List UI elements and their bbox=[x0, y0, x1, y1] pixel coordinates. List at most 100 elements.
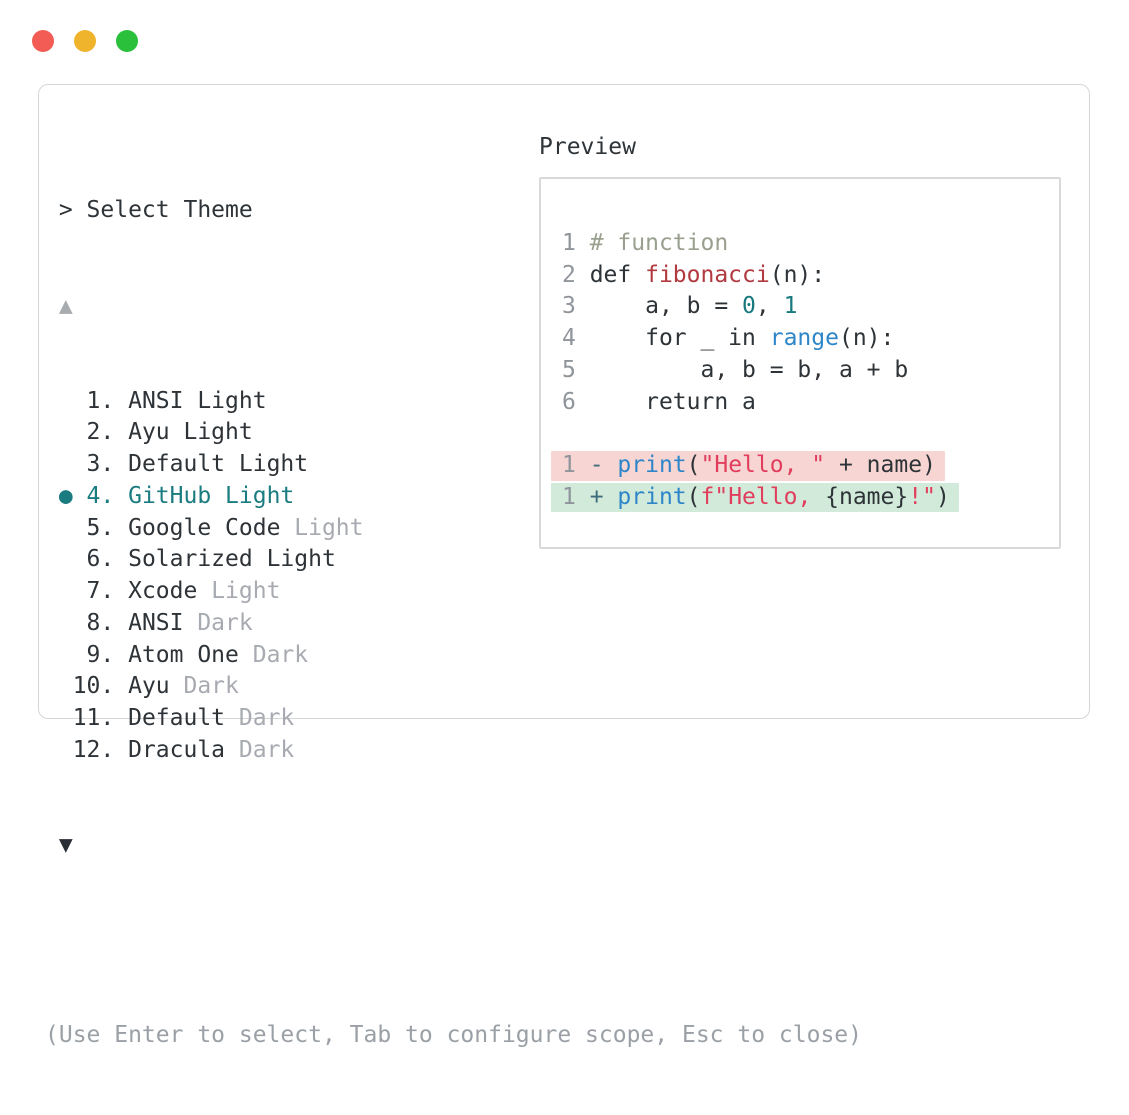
diff-added-highlight: 1 + print(f"Hello, {name}!") bbox=[551, 482, 959, 513]
line-number: 4 bbox=[562, 325, 590, 352]
theme-item-label: ANSI Light bbox=[128, 387, 267, 414]
theme-item-number: 7. bbox=[45, 578, 129, 605]
theme-item-number: 5. bbox=[45, 514, 129, 541]
theme-item-label: Google Code bbox=[128, 514, 281, 541]
code-token-number: 0 bbox=[742, 293, 756, 320]
window-controls bbox=[32, 30, 138, 52]
code-token-diffsign: - bbox=[589, 452, 618, 479]
code-token-default: (n): bbox=[838, 325, 895, 352]
code-token-default: ) bbox=[935, 483, 950, 510]
code-blank-line bbox=[562, 418, 1059, 450]
code-token-string: !" bbox=[908, 483, 936, 510]
code-token-diffsign: + bbox=[589, 483, 618, 510]
code-token-default: return a bbox=[589, 388, 756, 415]
preview-label: Preview bbox=[539, 134, 636, 160]
theme-item-number: 6. bbox=[45, 546, 129, 573]
theme-item-number: 11. bbox=[45, 704, 129, 731]
code-line: 3 a, b = 0, 1 bbox=[562, 291, 1059, 323]
theme-list-item-10[interactable]: 10. Ayu Dark bbox=[45, 671, 862, 703]
zoom-button[interactable] bbox=[116, 30, 138, 52]
theme-item-label: Default bbox=[128, 704, 226, 731]
code-token-builtin: print bbox=[617, 483, 687, 510]
diff-removed-highlight: 1 - print("Hello, " + name) bbox=[551, 451, 945, 481]
selected-marker-and-number: ● 4. bbox=[45, 482, 129, 509]
code-token-default: + name) bbox=[825, 452, 936, 479]
code-token-string: "Hello, " bbox=[700, 452, 826, 479]
close-button[interactable] bbox=[32, 30, 54, 52]
theme-list-item-11[interactable]: 11. Default Dark bbox=[45, 703, 862, 735]
theme-item-suffix: Light bbox=[280, 514, 364, 541]
theme-item-label: Solarized Light bbox=[128, 546, 336, 573]
minimize-button[interactable] bbox=[74, 30, 96, 52]
line-number: 2 bbox=[562, 261, 590, 288]
spacer-row bbox=[45, 925, 862, 957]
theme-list-item-8[interactable]: 8. ANSI Dark bbox=[45, 608, 862, 640]
theme-item-label: Xcode bbox=[128, 578, 198, 605]
dialog-title: > Select Theme bbox=[58, 197, 253, 224]
line-number: 5 bbox=[562, 356, 590, 383]
theme-item-label: ANSI bbox=[128, 609, 184, 636]
theme-item-number: 8. bbox=[45, 609, 129, 636]
theme-list-item-12[interactable]: 12. Dracula Dark bbox=[45, 735, 862, 767]
theme-item-suffix: Dark bbox=[183, 609, 253, 636]
theme-list-item-1[interactable]: 1. ANSI Light bbox=[45, 386, 862, 418]
theme-item-number: 12. bbox=[45, 736, 129, 763]
theme-list-item-5[interactable]: 5. Google Code Light bbox=[45, 513, 862, 545]
theme-item-label: Ayu bbox=[128, 673, 170, 700]
code-token-default: ( bbox=[686, 452, 701, 479]
theme-item-suffix: Dark bbox=[238, 641, 309, 668]
code-token-default: , bbox=[755, 293, 784, 320]
line-number: 1 bbox=[562, 483, 590, 510]
theme-item-number: 2. bbox=[45, 419, 129, 446]
code-token-default: (n): bbox=[769, 261, 826, 288]
code-token-default: for _ in bbox=[589, 325, 770, 352]
scroll-down-icon[interactable]: ▼ bbox=[58, 831, 73, 858]
code-token-builtin: print bbox=[617, 452, 687, 479]
code-line: 4 for _ in range(n): bbox=[562, 323, 1059, 355]
theme-item-number: 3. bbox=[45, 451, 129, 478]
theme-item-label: Default Light bbox=[128, 451, 309, 478]
theme-list-item-3[interactable]: 3. Default Light bbox=[45, 449, 862, 481]
theme-item-label: Ayu Light bbox=[128, 419, 253, 446]
line-number: 3 bbox=[562, 293, 590, 320]
theme-item-suffix: Dark bbox=[169, 673, 239, 700]
theme-item-number: 10. bbox=[45, 673, 129, 700]
code-token-default: {name} bbox=[825, 483, 909, 510]
theme-item-label: Dracula bbox=[128, 736, 226, 763]
theme-list-item-2[interactable]: 2. Ayu Light bbox=[45, 417, 862, 449]
theme-item-suffix: Dark bbox=[225, 704, 295, 731]
code-line: 5 a, b = b, a + b bbox=[562, 355, 1059, 387]
theme-list-item-4[interactable]: ● 4. GitHub Light bbox=[45, 481, 862, 513]
code-line: 1 # function bbox=[562, 228, 1059, 260]
theme-item-number: 1. bbox=[45, 387, 129, 414]
code-token-string: f"Hello, bbox=[700, 483, 826, 510]
scroll-up-icon[interactable]: ▲ bbox=[58, 292, 73, 319]
theme-list: 1. ANSI Light 2. Ayu Light 3. Default Li… bbox=[45, 386, 862, 767]
code-token-number: 1 bbox=[783, 293, 798, 320]
line-number: 1 bbox=[562, 230, 590, 256]
code-token-default: def bbox=[589, 261, 646, 288]
theme-list-item-6[interactable]: 6. Solarized Light bbox=[45, 544, 862, 576]
code-token-function: fibonacci bbox=[645, 261, 770, 288]
footer-hint: (Use Enter to select, Tab to configure s… bbox=[45, 1022, 862, 1049]
theme-item-suffix: Dark bbox=[225, 736, 295, 763]
code-token-default: a, b = bbox=[589, 293, 743, 320]
theme-item-label: GitHub Light bbox=[128, 482, 295, 509]
theme-picker-dialog: > Select Theme ▲ 1. ANSI Light 2. Ayu Li… bbox=[38, 84, 1090, 1048]
code-token-default: a, b = b, a + b bbox=[589, 356, 909, 383]
code-token-comment: # function bbox=[589, 230, 729, 256]
diff-line-removed: 1 - print("Hello, " + name) bbox=[551, 450, 1059, 482]
theme-item-number: 9. bbox=[45, 641, 129, 668]
theme-item-suffix: Light bbox=[197, 578, 281, 605]
diff-line-added: 1 + print(f"Hello, {name}!") bbox=[551, 482, 1059, 514]
code-token-default: ( bbox=[686, 483, 701, 510]
code-token-builtin: range bbox=[769, 325, 839, 352]
theme-list-item-9[interactable]: 9. Atom One Dark bbox=[45, 640, 862, 672]
theme-list-item-7[interactable]: 7. Xcode Light bbox=[45, 576, 862, 608]
line-number: 1 bbox=[562, 452, 590, 479]
line-number: 6 bbox=[562, 388, 590, 415]
theme-item-label: Atom One bbox=[128, 641, 239, 668]
code-line: 6 return a bbox=[562, 387, 1059, 419]
